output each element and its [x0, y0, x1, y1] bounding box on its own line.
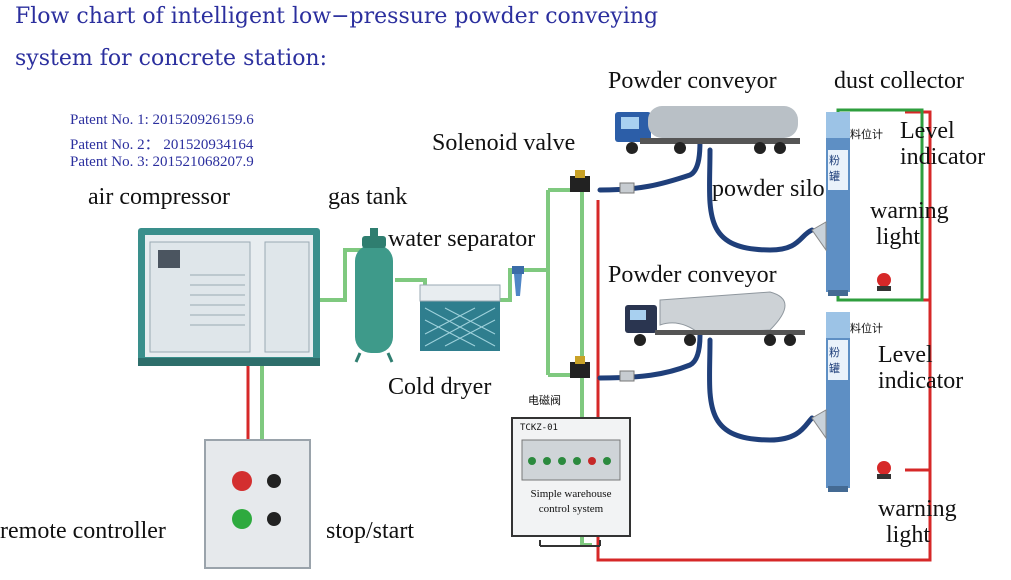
- cold-dryer-label: Cold dryer: [388, 374, 492, 400]
- level-meter-cn-label-2: 料位计: [850, 322, 883, 335]
- patent-number-1: Patent No. 1: 201520926159.6: [70, 112, 254, 128]
- powder-silo-1-illustration: [811, 112, 850, 296]
- level-indicator-1-label-line-2: indicator: [900, 144, 986, 170]
- dust-collector-label: dust collector: [834, 68, 964, 94]
- remote-controller-illustration: [204, 439, 311, 569]
- air-compressor-label: air compressor: [88, 184, 230, 210]
- warning-lights: [877, 273, 891, 479]
- water-separator-illustration: [512, 266, 524, 296]
- warning-light-2-label-line-2: light: [886, 522, 931, 548]
- diagram-title-line-1: Flow chart of intelligent low−pressure p…: [15, 4, 659, 29]
- level-meter-cn-label-1: 料位计: [850, 128, 883, 141]
- cold-dryer-illustration: [419, 284, 501, 351]
- control-panel-caption-line-1: Simple warehouse: [530, 488, 612, 500]
- powder-truck-2-illustration: [625, 291, 805, 346]
- diagram-title-line-2: system for concrete station:: [15, 46, 328, 71]
- solenoid-valve-illustrations: [570, 170, 635, 382]
- solenoid-valve-label: Solenoid valve: [432, 130, 576, 156]
- patent-number-2: Patent No. 2： 201520934164: [70, 137, 254, 153]
- powder-conveyor-1-label: Powder conveyor: [608, 68, 777, 94]
- level-indicator-2-label-line-2: indicator: [878, 368, 964, 394]
- level-indicator-1-label-line-1: Level: [900, 118, 955, 144]
- air-compressor-illustration: [138, 228, 320, 366]
- powder-conveyor-2-label: Powder conveyor: [608, 262, 777, 288]
- control-panel-model: TCKZ-01: [520, 423, 558, 433]
- conveying-hoses: [597, 137, 815, 443]
- control-panel-caption-line-2: control system: [538, 503, 604, 515]
- water-separator-label: water separator: [388, 226, 536, 252]
- silo-cn-label-2: 粉罐: [829, 346, 840, 375]
- patent-number-3: Patent No. 3: 201521068207.9: [70, 154, 254, 170]
- gas-tank-illustration: [354, 228, 394, 363]
- silo-cn-label-1: 粉罐: [829, 154, 840, 183]
- powder-silo-label: powder silo: [712, 176, 825, 202]
- remote-controller-label: remote controller: [0, 518, 166, 544]
- powder-silo-2-illustration: [811, 312, 850, 492]
- warning-light-2-label-line-1: warning: [878, 496, 957, 522]
- level-indicator-2-label-line-1: Level: [878, 342, 933, 368]
- gas-tank-label: gas tank: [328, 184, 408, 210]
- warning-light-1-label-line-1: warning: [870, 198, 949, 224]
- control-panel-illustration: [511, 417, 631, 547]
- powder-truck-1-illustration: [615, 106, 800, 154]
- solenoid-valve-cn-label: 电磁阀: [528, 394, 561, 407]
- warning-light-1-label-line-2: light: [876, 224, 921, 250]
- stop-start-label: stop/start: [326, 518, 414, 544]
